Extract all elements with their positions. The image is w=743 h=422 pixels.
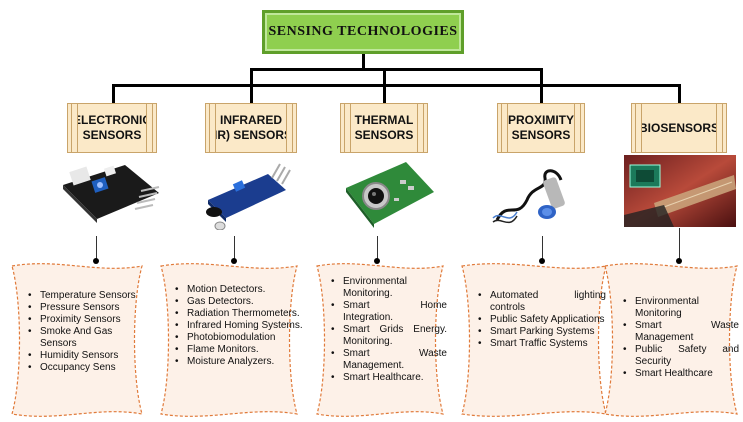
infrared-sensor-image [206, 163, 291, 230]
list-item: Occupancy Sens [28, 362, 148, 374]
category-biosensors: BIOSENSORS [631, 103, 727, 153]
list-item: Smart Waste Management [623, 320, 739, 344]
list-item: Proximity Sensors [28, 314, 148, 326]
list-item: Public Safety Applications [478, 314, 606, 326]
proximity-image-connector [542, 236, 543, 262]
list-item: Smoke And Gas Sensors [28, 326, 148, 350]
proximity-connector-dot [539, 258, 545, 264]
biosensor-image-connector [679, 228, 680, 262]
list-item: Radiation Thermometers. [175, 308, 303, 320]
list-item: Environmental Monitoring. [331, 276, 447, 300]
category-label-line1: BIOSENSORS [638, 120, 719, 135]
infrared-connector-dot [231, 258, 237, 264]
connector-drop-bio [678, 84, 681, 104]
proximity-sensor-image [492, 169, 565, 224]
biosensor-image [624, 155, 736, 227]
connector-outer [112, 84, 681, 87]
electronic-items-list: Temperature Sensors Pressure Sensors Pro… [24, 290, 148, 374]
electronic-connector-dot [93, 258, 99, 264]
list-item: Smart Traffic Systems [478, 338, 606, 350]
panel-thermal-sensors: Environmental Monitoring. Smart Home Int… [313, 262, 447, 418]
list-item: Public Safety and Security [623, 344, 739, 368]
category-label-line1: INFRARED [219, 113, 282, 127]
list-item: Environmental Monitoring [623, 296, 739, 320]
list-item: Infrared Homing Systems. [175, 320, 303, 332]
panel-infrared-sensors: Motion Detectors. Gas Detectors. Radiati… [157, 262, 303, 418]
category-label-line1: PROXIMITY [507, 113, 574, 127]
list-item: Smart Grids Energy. Monitoring. [331, 324, 447, 348]
list-item: Automated lighting controls [478, 290, 606, 314]
electronic-sensor-image [63, 165, 160, 223]
biosensor-connector-dot [676, 258, 682, 264]
infrared-items-list: Motion Detectors. Gas Detectors. Radiati… [171, 284, 303, 368]
connector-drop-proximity [540, 68, 543, 104]
connector-drop-electronic [112, 84, 115, 104]
thermal-items-list: Environmental Monitoring. Smart Home Int… [327, 276, 447, 384]
list-item: Photobiomodulation [175, 332, 303, 344]
category-label-line2: (IR) SENSORS [209, 128, 292, 142]
list-item: Smart Parking Systems [478, 326, 606, 338]
list-item: Smart Healthcare [623, 368, 739, 380]
root-node: SENSING TECHNOLOGIES [262, 10, 464, 54]
root-label: SENSING TECHNOLOGIES [268, 24, 458, 39]
panel-electronic-sensors: Temperature Sensors Pressure Sensors Pro… [8, 262, 146, 418]
list-item: Gas Detectors. [175, 296, 303, 308]
list-item: Smart Waste Management. [331, 348, 447, 372]
thermal-image-connector [377, 236, 378, 262]
category-label-line2: SENSORS [511, 128, 571, 142]
connector-drop-thermal [383, 68, 386, 104]
panel-biosensors: Environmental Monitoring Smart Waste Man… [601, 262, 741, 418]
root-stem [362, 54, 365, 68]
category-label-line2: SENSORS [82, 128, 142, 142]
panel-proximity-sensors: Automated lighting controls Public Safet… [458, 262, 610, 418]
connector-inner [250, 68, 542, 71]
list-item: Moisture Analyzers. [175, 356, 303, 368]
list-item: Humidity Sensors [28, 350, 148, 362]
category-label-line1: ELECTRONIC [73, 113, 151, 127]
list-item: Temperature Sensors [28, 290, 148, 302]
connector-drop-ir [250, 68, 253, 104]
thermal-sensor-image [346, 162, 434, 228]
list-item: Smart Home Integration. [331, 300, 447, 324]
biosensor-items-list: Environmental Monitoring Smart Waste Man… [619, 296, 739, 380]
proximity-items-list: Automated lighting controls Public Safet… [474, 290, 606, 350]
infrared-image-connector [234, 236, 235, 262]
category-infrared-sensors: INFRARED(IR) SENSORS [205, 103, 297, 153]
thermal-connector-dot [374, 258, 380, 264]
electronic-image-connector [96, 236, 97, 262]
list-item: Smart Healthcare. [331, 372, 447, 384]
category-label-line1: THERMAL [354, 113, 414, 127]
list-item: Pressure Sensors [28, 302, 148, 314]
list-item: Motion Detectors. [175, 284, 303, 296]
list-item: Flame Monitors. [175, 344, 303, 356]
category-label-line2: SENSORS [354, 128, 414, 142]
